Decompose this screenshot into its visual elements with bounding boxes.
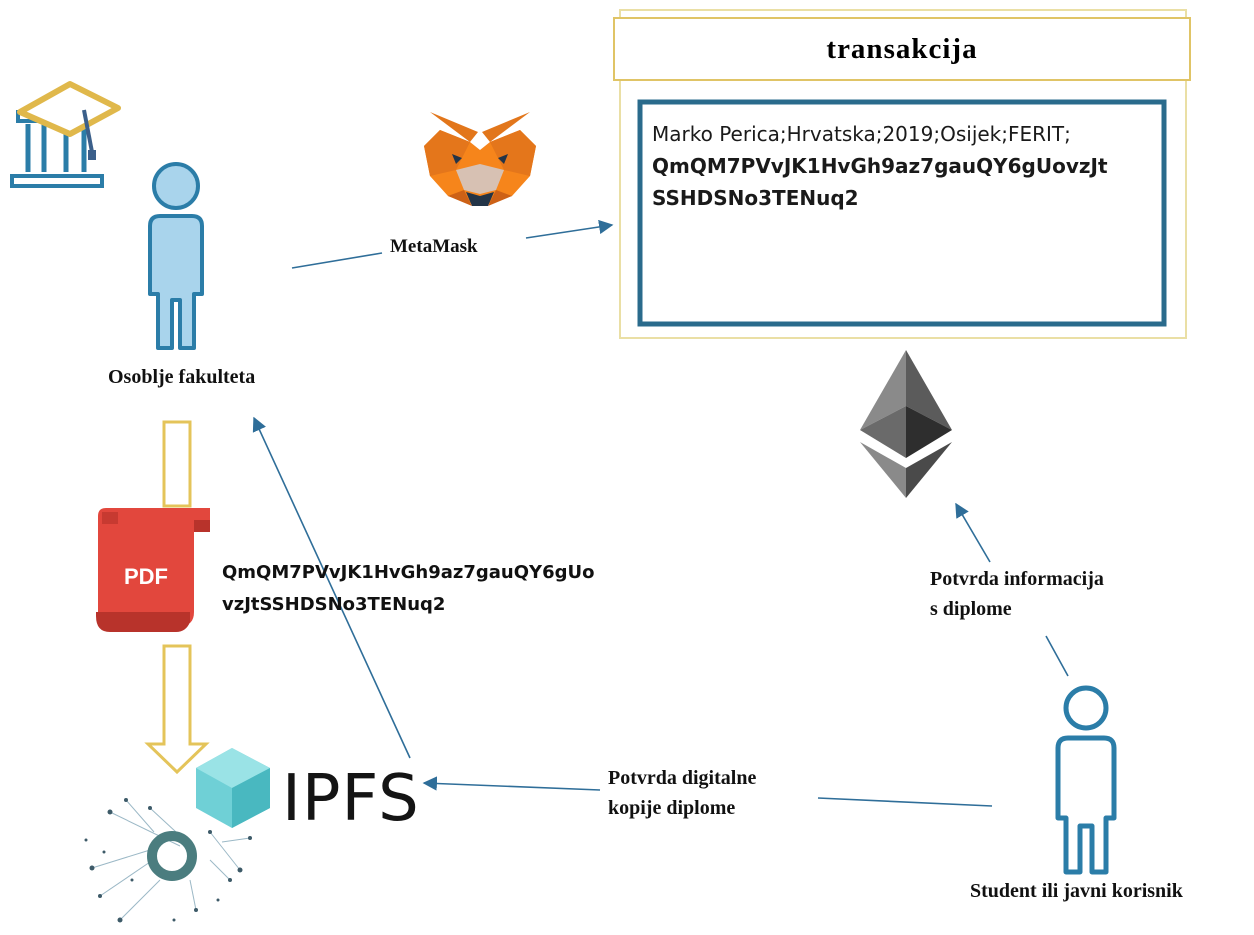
transaction-title: transakcija [826,32,978,65]
transaction-hash-line-1: QmQM7PVvJK1HvGh9az7gauQY6gUovzJt [652,154,1108,178]
arrow-ipfs-to-staff [252,416,411,759]
arrow-verify-copy-to-ipfs [422,776,601,791]
ipfs-logo-text: IPFS [282,762,420,836]
transaction-content: Marko Perica;Hrvatska;2019;Osijek;FERIT;… [652,118,1152,214]
pdf-label: PDF [124,564,168,589]
transaction-data-line: Marko Perica;Hrvatska;2019;Osijek;FERIT; [652,122,1071,146]
upload-arrow-pdf-to-ipfs [144,644,210,775]
transaction-hash-line-2: SSHDSNo3TENuq2 [652,186,859,210]
metamask-fox-icon [424,112,536,206]
verify-copy-label-line-2: kopije diplome [608,797,736,819]
arrow-student-to-verify-copy [817,797,993,807]
ipfs-hash-label-line-2: vzJtSSHDSNo3TENuq2 [222,594,446,615]
verify-info-label-line-2: s diplome [930,598,1012,620]
staff-label: Osoblje fakulteta [108,366,256,388]
arrow-metamask-to-transaction [525,219,614,239]
ipfs-network-icon [84,748,270,923]
verify-info-label-line-1: Potvrda informacija [930,568,1104,590]
ethereum-icon [860,350,952,498]
student-person-icon [1055,685,1117,875]
verify-copy-label-line-1: Potvrda digitalne [608,767,757,789]
metamask-label: MetaMask [390,236,478,257]
arrow-staff-to-metamask [291,252,383,269]
arrow-student-to-verify-info [1045,635,1069,677]
staff-person-icon [148,162,204,350]
pdf-icon [96,508,210,632]
transaction-panel [613,9,1191,339]
upload-arrow-staff-to-pdf [162,420,192,508]
ipfs-hash-label-line-1: QmQM7PVvJK1HvGh9az7gauQY6gUo [222,562,595,583]
student-label: Student ili javni korisnik [970,880,1183,902]
arrow-verify-info-to-ethereum [955,502,991,563]
university-icon [10,81,121,188]
